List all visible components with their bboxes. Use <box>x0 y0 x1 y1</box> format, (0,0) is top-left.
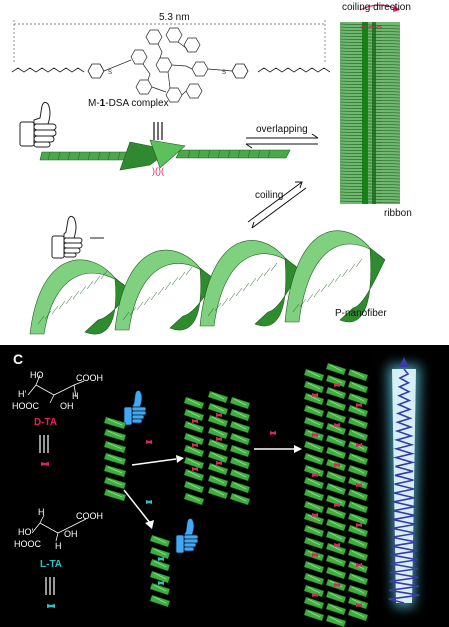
thumbs-up-icon-lower <box>51 215 104 259</box>
lta-h2-label: H <box>55 541 62 551</box>
right-alkyl-chain <box>257 67 331 73</box>
equivalence-symbol-lta <box>45 577 55 595</box>
equivalence-symbol-dta <box>39 435 49 453</box>
svg-text:S: S <box>108 70 112 76</box>
ribbon-label: ribbon <box>384 208 412 219</box>
dta-hooc-label: HOOC <box>12 401 39 411</box>
nanofiber-turn-front <box>199 240 301 327</box>
thumbs-up-icon-dta <box>123 390 147 426</box>
helix-strand <box>325 362 347 627</box>
svg-text:)()(: )()( <box>152 166 164 176</box>
process-arrows <box>123 445 302 529</box>
l-ta-structure <box>31 514 87 542</box>
helix-strand <box>103 416 127 502</box>
helix-strand <box>207 390 229 500</box>
p-nanofiber-helix <box>29 230 386 335</box>
top-panel: S S <box>11 2 412 335</box>
thumbs-up-icon-lta <box>175 518 199 554</box>
helix-strand <box>347 368 369 622</box>
dta-h2-label: H <box>72 391 79 401</box>
left-alkyl-chain <box>11 67 85 73</box>
green-monomer: )()( <box>39 139 291 176</box>
svg-text:S: S <box>222 70 226 76</box>
helix-strand <box>183 396 205 506</box>
coiling-direction-label: coiling direction <box>342 2 411 13</box>
lta-cooh-label: COOH <box>76 511 103 521</box>
top-diagram: S S <box>11 4 401 335</box>
nanofiber-turn-front <box>114 249 216 331</box>
lta-h-label: H <box>38 507 45 517</box>
dta-h-label: H’ <box>18 389 27 399</box>
dimension-label: 5.3 nm <box>159 12 190 23</box>
d-ta-structure <box>27 374 85 404</box>
p-nanofiber-label: P-nanofiber <box>335 308 387 319</box>
nanofiber-turn-front <box>29 259 131 335</box>
dta-label: D-TA <box>34 417 58 428</box>
nanofiber-turn-back <box>339 247 386 323</box>
dta-ho-label: HO <box>30 370 44 380</box>
dta-cooh-label: COOH <box>76 373 103 383</box>
left-benzene-ring <box>87 63 105 79</box>
macrocycle-structure <box>103 27 233 103</box>
equilibrium-arrow-coiling <box>247 181 307 229</box>
coiling-label: coiling <box>255 190 284 201</box>
overlapping-label: overlapping <box>256 124 308 135</box>
equivalence-symbol <box>153 122 163 140</box>
lta-oh-label: OH <box>64 529 78 539</box>
lta-label: L-TA <box>40 559 63 570</box>
ribbon-structure <box>339 4 401 204</box>
d-ta-marker <box>41 462 49 466</box>
right-benzene-ring <box>231 63 249 79</box>
equilibrium-arrow-overlapping <box>245 133 319 149</box>
thumbs-up-icon <box>19 101 57 148</box>
helix-strand <box>303 368 325 622</box>
glowing-spring <box>388 357 420 607</box>
bottom-panel: C HO COOH H’ H HOOC OH D-TA H COOH HO’ O… <box>0 345 449 627</box>
dta-oh-label: OH <box>60 401 74 411</box>
lta-ho-label: HO’ <box>18 527 34 537</box>
helix-strand <box>149 534 171 608</box>
bottom-diagram <box>27 357 420 627</box>
helix-strand <box>229 396 251 506</box>
l-ta-marker <box>47 604 55 608</box>
panel-letter: C <box>13 351 24 367</box>
complex-label: M-1-DSA complex <box>88 98 169 109</box>
lta-hooc-label: HOOC <box>14 539 41 549</box>
